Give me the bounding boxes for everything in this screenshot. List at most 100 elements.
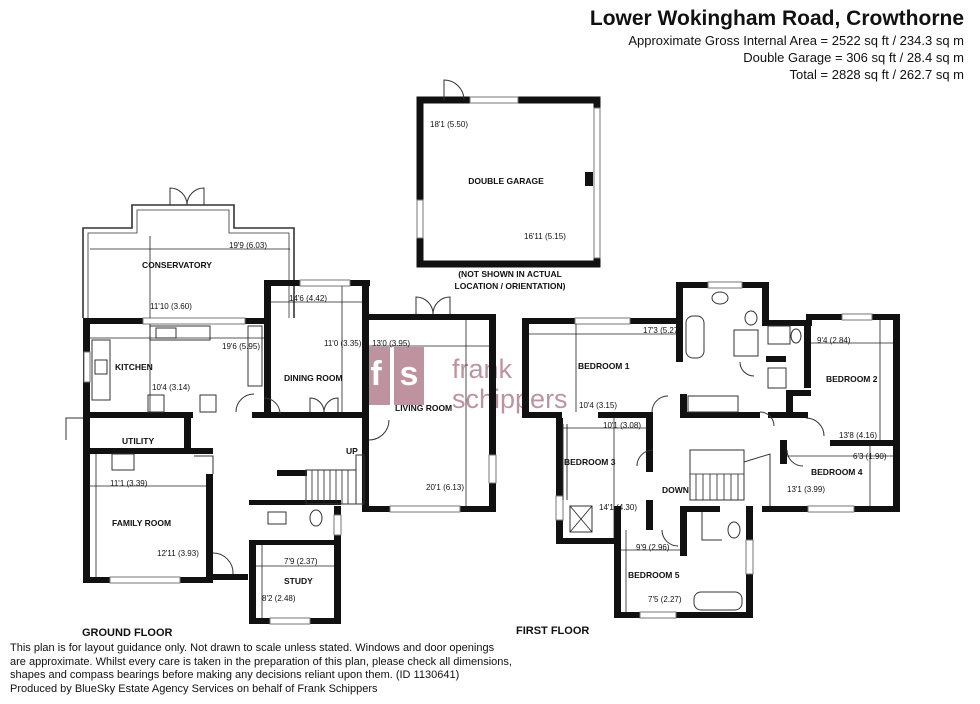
bed5-name: BEDROOM 5 xyxy=(628,570,680,580)
bed1-width: 17'3 (5.27) xyxy=(643,326,681,335)
bed2-door-icon xyxy=(805,417,825,437)
garage-width-label: 18'1 (5.50) xyxy=(430,120,468,129)
bed2-name: BEDROOM 2 xyxy=(826,374,878,384)
bed3-west-wall xyxy=(556,418,563,544)
disclaimer-line-3: shapes and compass bearings before makin… xyxy=(10,669,460,681)
logo-block-right xyxy=(394,347,424,405)
bathroom-toilet-icon xyxy=(790,328,802,344)
living-width: 13'0 (3.95) xyxy=(372,339,410,348)
living-side-window xyxy=(488,454,497,484)
living-depth: 20'1 (6.13) xyxy=(426,483,464,492)
kitchen-depth: 10'4 (3.14) xyxy=(152,383,190,392)
kitchen-dining-partition xyxy=(264,280,271,418)
bath-south-wall xyxy=(680,612,753,618)
conservatory-name: CONSERVATORY xyxy=(142,260,212,270)
logo-letter-f: f xyxy=(370,355,382,393)
conservatory-walls xyxy=(82,204,295,318)
bed4-width: 6'3 (1.90) xyxy=(853,452,887,461)
garage-depth-label: 16'11 (5.15) xyxy=(524,232,566,241)
bed1-west-wall xyxy=(522,318,529,418)
living-north-wall xyxy=(362,314,496,320)
bed5-west-wall xyxy=(614,506,621,618)
living-west-wall-lower xyxy=(362,420,369,512)
property-title: Lower Wokingham Road, Crowthorne xyxy=(589,7,964,30)
conservatory-depth: 11'10 (3.60) xyxy=(150,302,192,311)
wc-north-wall xyxy=(249,500,341,505)
family-window xyxy=(109,576,181,584)
disclaimer-line-1: This plan is for layout guidance only. N… xyxy=(10,642,495,654)
family-depth: 12'11 (3.93) xyxy=(157,549,199,558)
bathroom-north-wall xyxy=(762,320,812,326)
bed4-name: BEDROOM 4 xyxy=(811,467,863,477)
kitchen-sink-icon xyxy=(94,359,108,375)
first-staircase xyxy=(689,449,771,506)
family-basin-icon xyxy=(727,521,741,539)
family-bath-icon xyxy=(693,591,743,611)
study-west-wall xyxy=(249,540,256,624)
bed4-north-wall xyxy=(830,440,900,446)
dining-living-partition xyxy=(362,280,369,420)
ground-floor-plan: UP CONSERVATORY 19'9 (6.03) 11'10 (3.60)… xyxy=(65,187,497,639)
utility-east-wall xyxy=(184,412,191,454)
living-door-icon xyxy=(368,419,390,441)
garage-name-label: DOUBLE GARAGE xyxy=(468,176,544,186)
wc-window xyxy=(333,514,342,536)
dining-window xyxy=(299,279,351,287)
utility-door-icon xyxy=(65,417,83,440)
first-floor-plan: DOWN 17'3 (5.27) BEDROOM 1 10'4 (3.15) 9… xyxy=(516,281,900,637)
family-name: FAMILY ROOM xyxy=(112,518,171,528)
hob-icon xyxy=(155,327,177,339)
study-name: STUDY xyxy=(284,576,313,586)
landing-north-wall xyxy=(680,412,760,418)
total-area-text: Total = 2828 sq ft / 262.7 sq m xyxy=(789,67,964,82)
bed5-width: 9'9 (2.96) xyxy=(636,543,670,552)
wc-toilet-icon xyxy=(309,509,323,527)
bed2-width: 9'4 (2.84) xyxy=(817,336,851,345)
family-east-wall xyxy=(206,474,213,583)
wc-basin-icon xyxy=(267,511,287,525)
bed4-window xyxy=(807,505,855,513)
logo-letter-s: s xyxy=(400,355,419,393)
gross-area-text: Approximate Gross Internal Area = 2522 s… xyxy=(628,33,964,48)
utility-south-wall xyxy=(83,448,213,454)
landing-south-wall xyxy=(680,506,720,512)
bed2-window xyxy=(841,313,873,321)
hall-double-door-icon xyxy=(309,397,339,413)
garage-window-top xyxy=(469,96,519,104)
conservatory-inner-walls xyxy=(87,209,290,318)
living-french-doors-icon xyxy=(415,296,451,315)
first-east-wall xyxy=(893,314,900,512)
stairs-up-label: UP xyxy=(346,446,358,456)
bed3-south-wall xyxy=(556,538,620,544)
ensuite-bath-icon xyxy=(685,315,705,359)
entrance-door-icon xyxy=(212,552,234,575)
bed2-depth: 13'8 (4.16) xyxy=(839,431,877,440)
conservatory-french-doors-icon xyxy=(169,187,205,206)
bed1-name: BEDROOM 1 xyxy=(578,361,630,371)
garage-note-line2: LOCATION / ORIENTATION) xyxy=(455,281,566,291)
kitchen-north-wall-b xyxy=(245,318,270,324)
bed1-door-icon xyxy=(651,395,669,413)
bed5-depth: 7'5 (2.27) xyxy=(648,595,682,604)
bed3-window xyxy=(555,495,564,521)
kitchen-name: KITCHEN xyxy=(115,362,153,372)
bed1-window xyxy=(574,317,631,325)
frank-schippers-logo: f s frank schippers xyxy=(362,347,568,414)
utility-sink-icon xyxy=(111,453,135,471)
bathroom-shower-icon xyxy=(767,367,787,389)
bath-west-wall xyxy=(680,506,687,556)
kitchen-width: 19'6 (5.95) xyxy=(222,342,260,351)
family-bathroom-fitting xyxy=(701,512,722,541)
study-north-wall xyxy=(249,540,341,545)
stairs-down-label: DOWN xyxy=(662,485,689,495)
ensuite-window xyxy=(707,281,743,289)
ground-floor-label: GROUND FLOOR xyxy=(82,627,172,639)
disclaimer-line-4: Produced by BlueSky Estate Agency Servic… xyxy=(10,682,378,695)
bed1-southwest-wall xyxy=(522,412,562,418)
plan-disclaimer: This plan is for layout guidance only. N… xyxy=(10,642,550,696)
garage-area-text: Double Garage = 306 sq ft / 28.4 sq m xyxy=(743,50,964,65)
entrance-wall xyxy=(212,574,248,580)
bed3-name: BEDROOM 3 xyxy=(564,457,616,467)
logo-word-frank: frank xyxy=(452,354,513,384)
